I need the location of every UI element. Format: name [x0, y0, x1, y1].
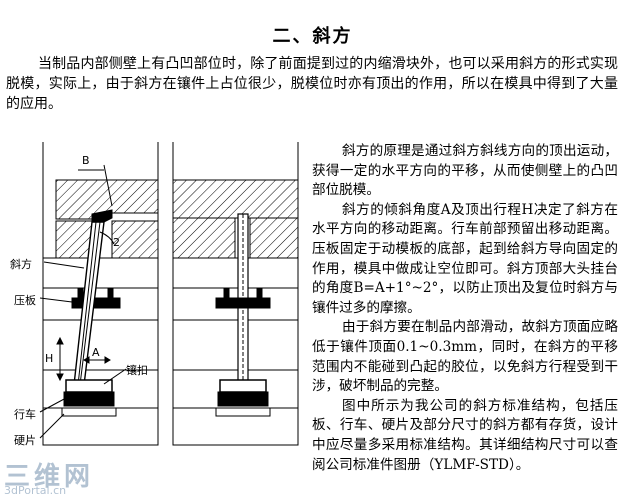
label-angle-2: 2 — [113, 236, 120, 249]
intro-paragraph: 当制品内部侧壁上有凸凹部位时，除了前面提到过的内缩滑块外，也可以采用斜方的形式实… — [6, 56, 618, 112]
label-B: B — [82, 154, 90, 167]
paragraph-clearance: 由于斜方要在制品内部滑动，故斜方顶面应略低于镶件顶面0.1~0.3mm，同时，在… — [312, 319, 618, 395]
label-yaban: 压板 — [14, 294, 36, 307]
watermark-url: 3dPortal.cn — [4, 484, 67, 497]
right-view — [172, 142, 299, 446]
label-xingche: 行车 — [14, 408, 36, 421]
intro-paragraph-block: 当制品内部侧壁上有凸凹部位时，除了前面提到过的内缩滑块外，也可以采用斜方的形式实… — [6, 54, 618, 114]
paragraph-angle: 斜方的倾斜角度A及顶出行程H决定了斜方在水平方向的移动距离。行车前部预留出移动距… — [312, 201, 618, 316]
label-A: A — [92, 346, 100, 359]
label-jianlu: 镶扣 — [126, 364, 148, 377]
left-view — [39, 142, 159, 446]
section-heading: 二、斜方 — [272, 26, 353, 47]
label-H: H — [45, 352, 54, 365]
paragraph-principle: 斜方的原理是通过斜方斜线方向的顶出运动，获得一定的水平方向的平移，从而使侧壁上的… — [312, 143, 618, 199]
label-xiefang: 斜方 — [10, 258, 32, 271]
label-yingpian: 硬片 — [14, 434, 36, 447]
watermark-logo: 三维网 — [4, 462, 95, 492]
description-text: 斜方的原理是通过斜方斜线方向的顶出运动，获得一定的水平方向的平移，从而使侧壁上的… — [312, 142, 618, 475]
paragraph-standard: 图中所示为我公司的斜方标准结构，包括压板、行车、硬片及部分尺寸的斜方都有存货，设… — [312, 397, 618, 473]
